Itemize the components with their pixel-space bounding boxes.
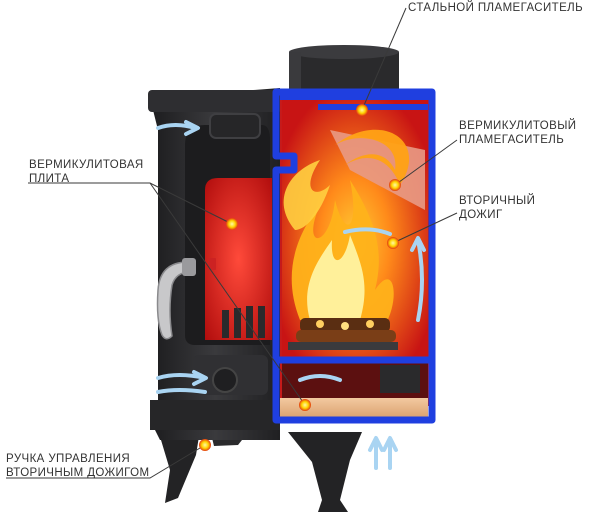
- label-control-handle-line1: РУЧКА УПРАВЛЕНИЯ: [6, 453, 131, 465]
- marker-control-handle: [199, 439, 211, 451]
- marker-secondary-burn: [387, 237, 399, 249]
- flames: [283, 129, 410, 325]
- callout-lines: [6, 7, 458, 479]
- burning-logs: [296, 318, 396, 342]
- label-control-handle-line2: ВТОРИЧНЫМ ДОЖИГОМ: [6, 467, 150, 479]
- firebox-grate: [288, 342, 398, 350]
- marker-plate-floor: [299, 399, 311, 411]
- label-steel-baffle: СТАЛЬНОЙ ПЛАМЕГАСИТЕЛЬ: [408, 2, 584, 14]
- marker-plate-glass: [226, 218, 238, 230]
- vermiculite-plate: [280, 398, 428, 420]
- callout-markers: [199, 104, 401, 451]
- steel-section-outline: [272, 88, 436, 424]
- door-grate: [222, 306, 265, 338]
- label-vermiculite-baffle-line1: ВЕРМИКУЛИТОВЫЙ: [459, 120, 577, 132]
- label-vermiculite-plate-line2: ПЛИТА: [29, 173, 70, 185]
- air-flow-arrows: [156, 120, 426, 470]
- label-secondary-burn-line2: ДОЖИГ: [459, 209, 503, 221]
- marker-steel-baffle: [356, 104, 368, 116]
- marker-vermiculite-baffle: [389, 179, 401, 191]
- label-secondary-burn-line1: ВТОРИЧНЫЙ: [459, 195, 536, 207]
- door-handle: [156, 258, 216, 340]
- stove-legs: [158, 430, 362, 512]
- flue-pipe: [289, 45, 399, 90]
- label-vermiculite-plate-line1: ВЕРМИКУЛИТОВАЯ: [29, 159, 144, 171]
- label-vermiculite-baffle-line2: ПЛАМЕГАСИТЕЛЬ: [459, 134, 565, 146]
